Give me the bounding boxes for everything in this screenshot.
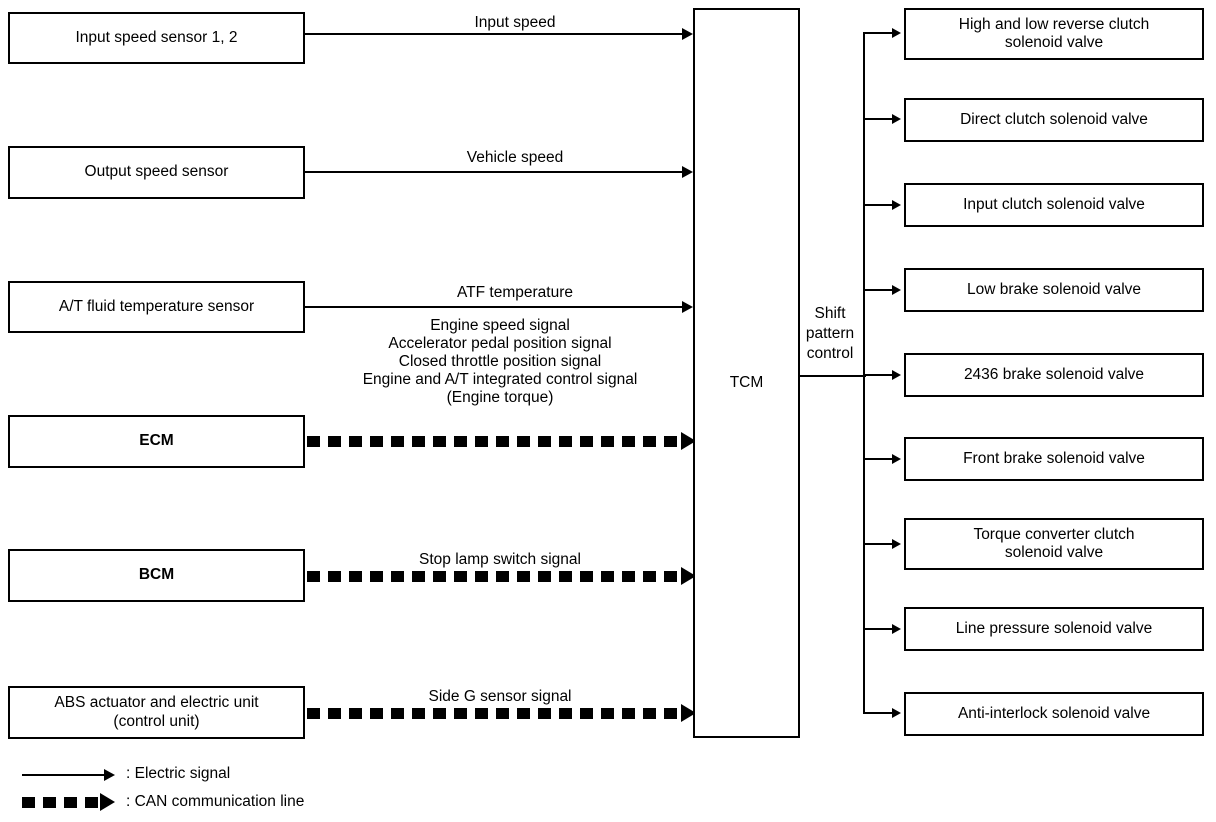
arrowhead-icon (681, 432, 696, 450)
output-box-label: Front brake solenoid valve (963, 449, 1145, 467)
input-box-label: Output speed sensor (84, 163, 229, 181)
output-box-label: Torque converter clutch solenoid valve (973, 525, 1135, 561)
arrowhead-icon (892, 708, 901, 718)
output-box-anti-interlock[interactable]: Anti-interlock solenoid valve (904, 692, 1204, 736)
arrowhead-icon (682, 28, 693, 40)
shift-pattern-control-label: Shift pattern control (805, 305, 855, 362)
input-box-output-speed-sensor[interactable]: Output speed sensor (8, 146, 305, 199)
output-line-4 (863, 289, 892, 291)
tcm-label: TCM (729, 374, 764, 391)
input-box-label: ECM (139, 432, 174, 450)
output-line-7 (863, 543, 892, 545)
output-box-label: High and low reverse clutch solenoid val… (958, 15, 1150, 51)
output-box-label: Anti-interlock solenoid valve (957, 704, 1151, 722)
output-box-input-clutch[interactable]: Input clutch solenoid valve (904, 183, 1204, 227)
input-line-vehicle-speed (305, 171, 683, 173)
arrowhead-icon (100, 793, 115, 811)
input-box-label: A/T fluid temperature sensor (58, 297, 255, 315)
arrowhead-icon (892, 200, 901, 210)
output-line-8 (863, 628, 893, 630)
legend-label-can-communication-line: : CAN communication line (126, 793, 305, 810)
input-box-label: Input speed sensor 1, 2 (75, 28, 238, 46)
signal-label-vehicle-speed: Vehicle speed (466, 149, 564, 166)
input-box-ecm[interactable]: ECM (8, 415, 305, 468)
arrowhead-icon (892, 454, 901, 464)
output-box-high-low-reverse-clutch[interactable]: High and low reverse clutch solenoid val… (904, 8, 1204, 60)
output-bus-line (863, 33, 865, 713)
input-box-abs-actuator[interactable]: ABS actuator and electric unit (control … (8, 686, 305, 739)
signal-label-ecm: Engine speed signal Accelerator pedal po… (362, 317, 638, 406)
arrowhead-icon (681, 704, 696, 722)
arrowhead-icon (892, 370, 901, 380)
output-line-6 (863, 458, 893, 460)
output-box-2436-brake[interactable]: 2436 brake solenoid valve (904, 353, 1204, 397)
signal-label-abs: Side G sensor signal (428, 688, 572, 705)
output-line-3 (863, 204, 893, 206)
tcm-to-bus-connector (798, 375, 866, 377)
arrowhead-icon (892, 285, 901, 295)
input-canline-ecm (307, 436, 682, 447)
input-box-at-fluid-temperature-sensor[interactable]: A/T fluid temperature sensor (8, 281, 305, 333)
arrowhead-icon (682, 301, 693, 313)
signal-label-bcm: Stop lamp switch signal (419, 551, 581, 568)
tcm-box[interactable]: TCM (693, 8, 800, 738)
arrowhead-icon (104, 769, 115, 781)
input-canline-abs (307, 708, 682, 719)
output-box-low-brake[interactable]: Low brake solenoid valve (904, 268, 1204, 312)
output-box-label: Input clutch solenoid valve (963, 195, 1145, 213)
input-line-atf-temperature (305, 306, 683, 308)
output-line-2 (863, 118, 892, 120)
output-box-line-pressure[interactable]: Line pressure solenoid valve (904, 607, 1204, 651)
output-line-9 (863, 712, 893, 714)
legend-thin-arrow-icon (22, 774, 106, 776)
legend-can-arrow-icon (22, 797, 102, 808)
signal-label-input-speed: Input speed (474, 14, 556, 31)
arrowhead-icon (892, 624, 901, 634)
output-box-label: Low brake solenoid valve (966, 280, 1142, 298)
input-box-label: BCM (138, 566, 175, 584)
legend-label-electric-signal: : Electric signal (126, 765, 231, 782)
output-box-label: Line pressure solenoid valve (955, 619, 1153, 637)
output-box-direct-clutch[interactable]: Direct clutch solenoid valve (904, 98, 1204, 142)
arrowhead-icon (892, 28, 901, 38)
arrowhead-icon (681, 567, 696, 585)
output-box-torque-converter-clutch[interactable]: Torque converter clutch solenoid valve (904, 518, 1204, 570)
input-line-input-speed (305, 33, 683, 35)
input-box-input-speed-sensor[interactable]: Input speed sensor 1, 2 (8, 12, 305, 64)
arrowhead-icon (892, 539, 901, 549)
output-box-label: 2436 brake solenoid valve (963, 365, 1145, 383)
output-box-front-brake[interactable]: Front brake solenoid valve (904, 437, 1204, 481)
arrowhead-icon (892, 114, 901, 124)
input-box-bcm[interactable]: BCM (8, 549, 305, 602)
input-box-label: ABS actuator and electric unit (control … (54, 694, 259, 730)
output-box-label: Direct clutch solenoid valve (960, 110, 1148, 128)
signal-label-atf-temperature: ATF temperature (456, 284, 573, 301)
input-canline-bcm (307, 571, 682, 582)
output-line-1 (863, 32, 892, 34)
output-line-5 (863, 374, 893, 376)
arrowhead-icon (682, 166, 693, 178)
